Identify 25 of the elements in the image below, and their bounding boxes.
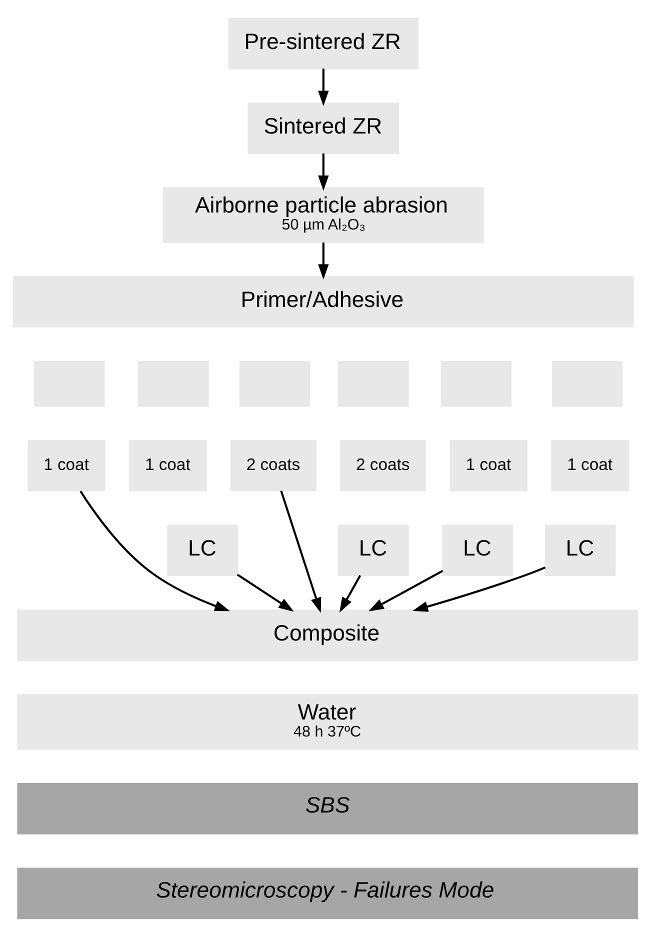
arrow [368, 570, 444, 612]
arrow [412, 566, 546, 612]
node-box: LC [544, 524, 616, 576]
arrow [339, 575, 362, 613]
node-box: Stereomicroscopy - Failures Mode [17, 868, 638, 920]
node-box: LC [442, 524, 513, 576]
node-box: Sintered ZR [248, 102, 400, 154]
arrow [318, 68, 329, 106]
node-box: Composite [17, 609, 638, 661]
arrow [280, 490, 322, 613]
node-box: LC [167, 524, 238, 576]
arrow [80, 490, 230, 612]
arrow [236, 574, 294, 612]
node-box: 1 coat [28, 440, 106, 492]
node-box: SBS [17, 783, 638, 834]
node-box: 2 coats [230, 440, 316, 492]
node-box: Primer/Adhesive [13, 276, 634, 328]
node-box: LC [338, 524, 409, 576]
arrow [318, 154, 329, 191]
node-box: Pre-sintered ZR [228, 18, 419, 70]
node-box [239, 360, 310, 407]
node-box: 1 coat [450, 440, 528, 492]
arrow [318, 242, 329, 280]
node-box: Airborne particle abrasion 50 µm Al₂O₃ [163, 187, 484, 243]
node-box: 2 coats [340, 440, 426, 492]
